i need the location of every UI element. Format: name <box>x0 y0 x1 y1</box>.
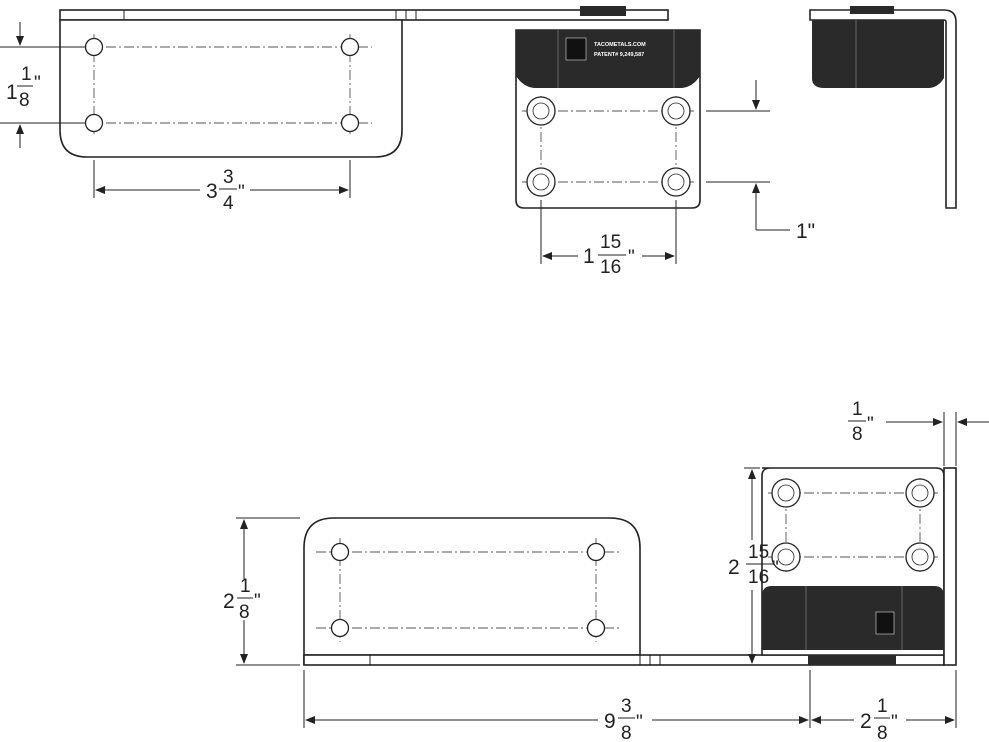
dim-hinge-hole-spacing: 1 15 16 " <box>540 200 677 278</box>
svg-text:8: 8 <box>877 723 888 742</box>
patent-label: PATENT# 9,249,587 <box>594 52 644 58</box>
dim-overall-length: 9 3 8 " <box>303 670 811 742</box>
svg-text:15: 15 <box>600 232 621 253</box>
svg-text:8: 8 <box>621 723 632 742</box>
svg-text:8: 8 <box>19 90 30 111</box>
svg-text:1: 1 <box>877 696 888 717</box>
svg-text:3: 3 <box>223 167 234 188</box>
svg-text:3: 3 <box>621 696 632 717</box>
svg-text:2: 2 <box>728 556 740 579</box>
svg-text:": " <box>628 247 635 268</box>
dim-whole: 1 <box>6 81 18 104</box>
website-label: TACOMETALS.COM <box>594 42 646 48</box>
svg-text:8: 8 <box>852 424 863 445</box>
top-plate-view <box>59 6 669 158</box>
svg-text:9: 9 <box>604 710 616 733</box>
dim-thickness: 1 8 " <box>848 399 989 466</box>
hinge-hole <box>526 96 691 197</box>
svg-text:": " <box>891 712 898 733</box>
svg-text:1: 1 <box>240 576 251 597</box>
bottom-plan-view <box>303 467 957 666</box>
dim-plate-height: 2 1 8 " <box>223 517 300 666</box>
svg-text:4: 4 <box>223 193 234 214</box>
svg-text:15: 15 <box>748 542 769 563</box>
svg-text:": " <box>772 558 779 579</box>
dim-hinge-height: 2 15 16 " <box>728 467 779 666</box>
dim-hole-spacing-horizontal: 3 3 4 " <box>93 160 351 214</box>
top-side-view <box>809 6 957 209</box>
svg-text:3: 3 <box>206 180 218 203</box>
svg-text:2: 2 <box>860 710 872 733</box>
svg-text:": " <box>238 182 245 203</box>
dim-hinge-offset: 1" <box>706 80 815 243</box>
svg-text:1: 1 <box>852 399 863 420</box>
svg-text:": " <box>867 414 874 435</box>
svg-text:": " <box>636 712 643 733</box>
dim-hole-spacing-vertical: 1 1 8 " <box>0 22 86 148</box>
svg-text:2: 2 <box>223 590 235 613</box>
svg-text:1: 1 <box>21 64 32 85</box>
svg-text:8: 8 <box>239 602 250 623</box>
dim-leaf-length: 2 1 8 " <box>811 670 957 742</box>
plate-hole <box>84 37 360 133</box>
svg-text:1: 1 <box>583 245 595 268</box>
svg-text:16: 16 <box>600 257 621 278</box>
top-hinge-view: TACOMETALS.COM PATENT# 9,249,587 <box>515 29 701 209</box>
svg-text:": " <box>34 73 41 94</box>
plate-hole <box>330 542 606 638</box>
svg-text:": " <box>254 591 261 612</box>
hinge-hole <box>771 478 935 572</box>
svg-text:16: 16 <box>748 567 769 588</box>
svg-text:1": 1" <box>796 220 815 243</box>
